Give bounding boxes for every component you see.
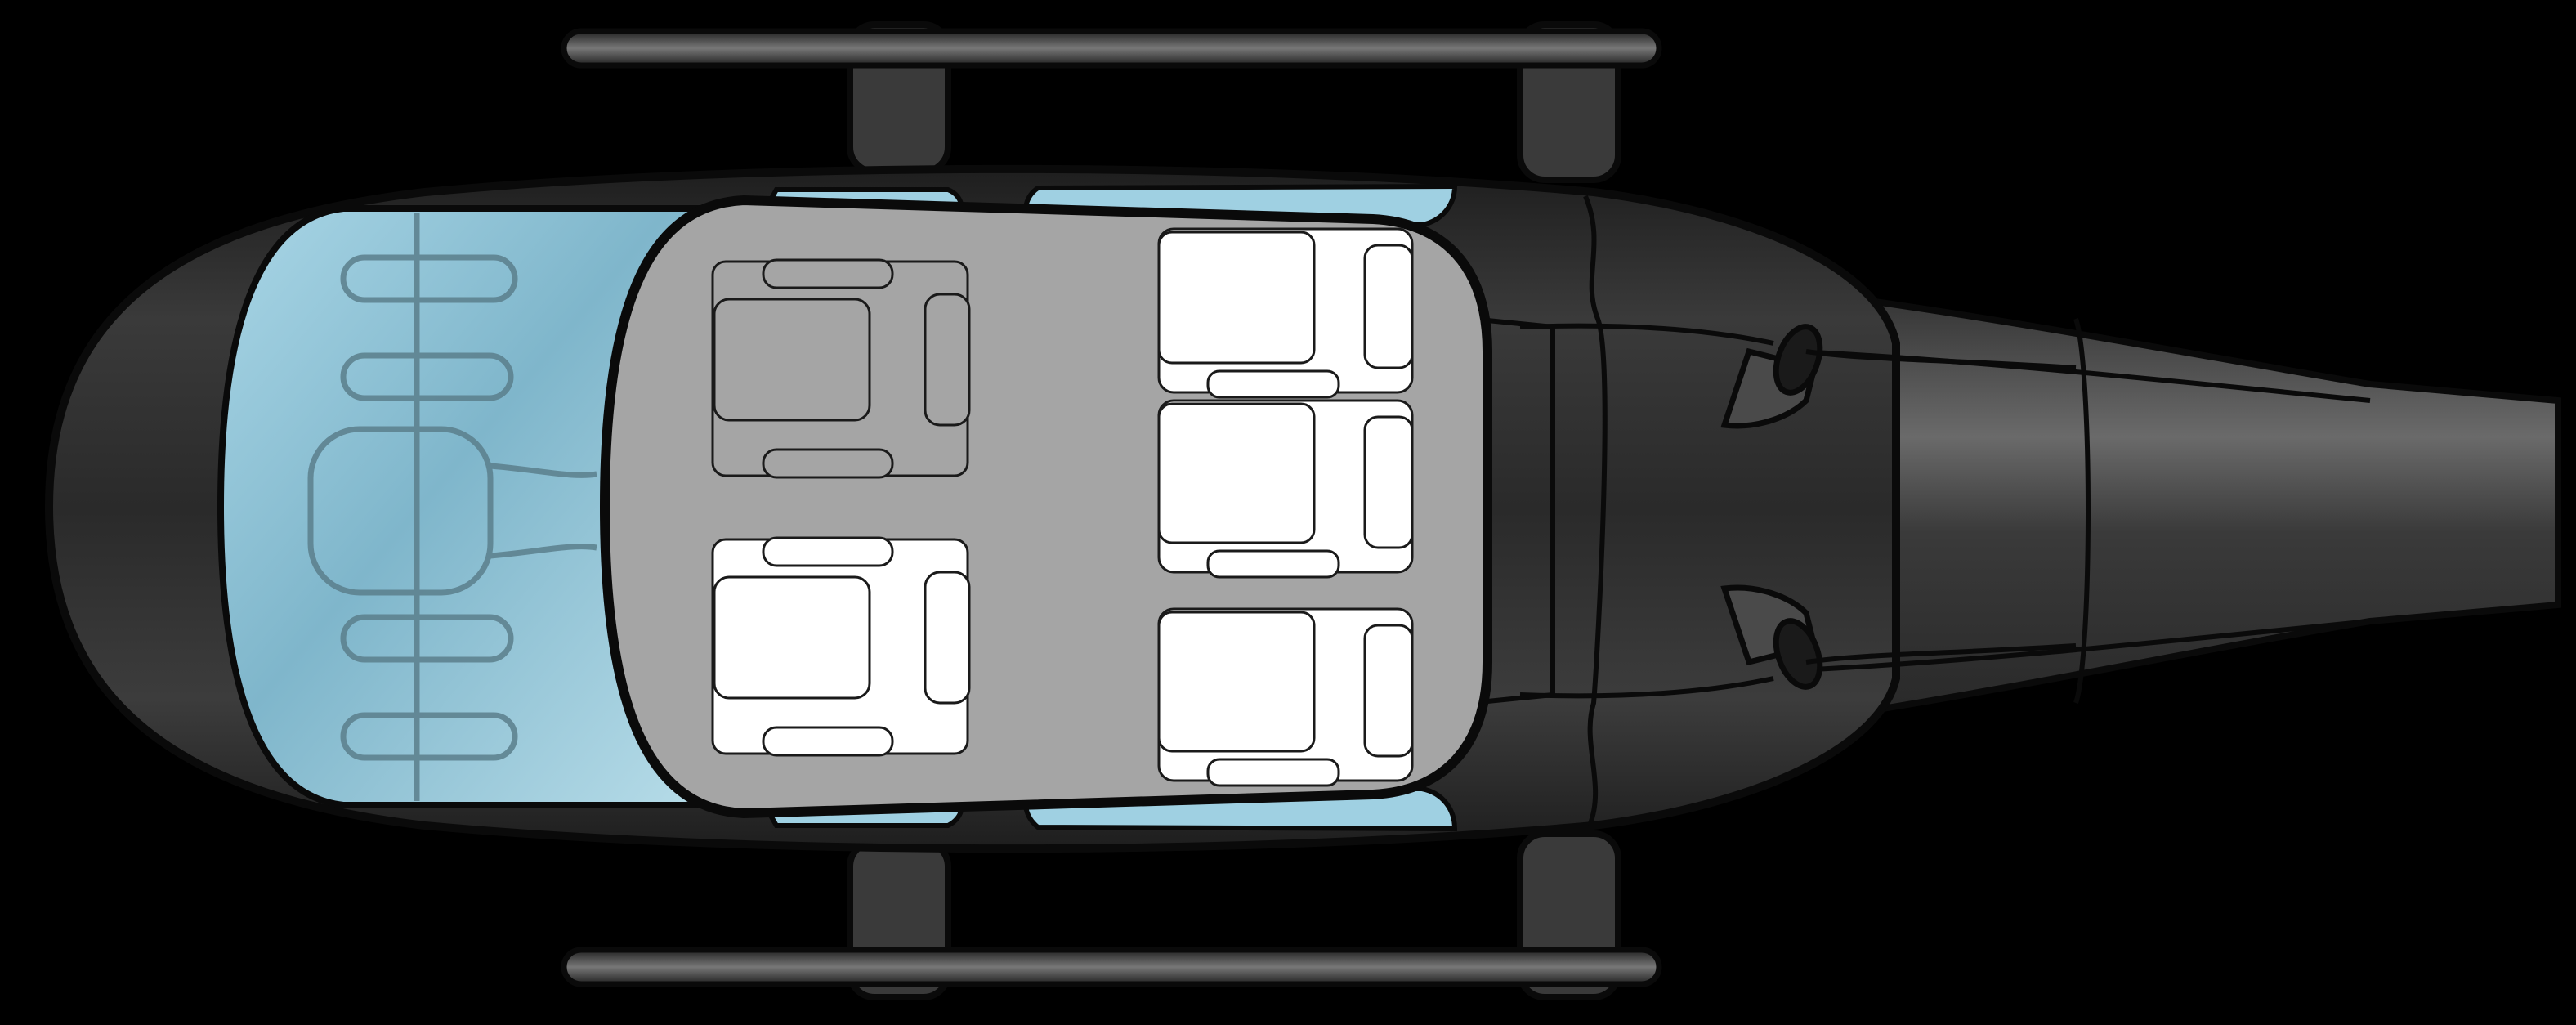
seat-icon[interactable] (711, 258, 971, 479)
seat-icon[interactable] (711, 536, 971, 757)
seat-icon[interactable] (1157, 607, 1414, 787)
cockpit-controls (307, 213, 597, 801)
exhaust-pipe-icon (1720, 324, 2077, 429)
skid-bottom (561, 830, 1662, 1000)
seat-icon[interactable] (1157, 227, 1414, 399)
seat-icon[interactable] (1157, 399, 1414, 579)
cockpit-canopy (217, 205, 722, 808)
engine-deck (1470, 195, 2371, 827)
skid-top (561, 21, 1662, 183)
exhaust-pipe-icon (1720, 584, 2077, 690)
seat-map (711, 227, 1414, 787)
